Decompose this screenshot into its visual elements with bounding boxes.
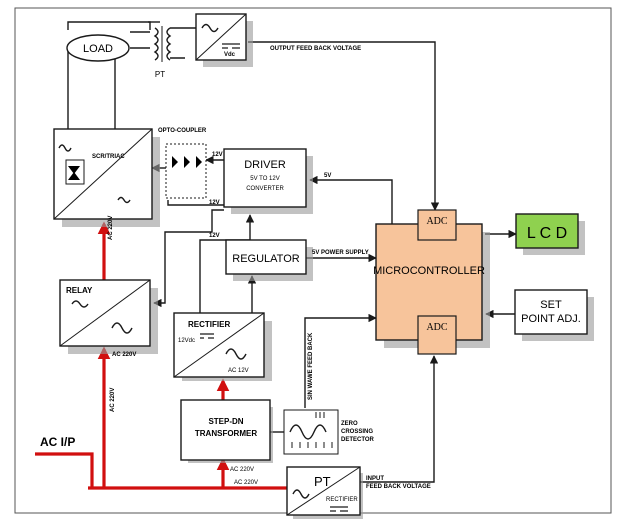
- signal-wires: [67, 21, 517, 483]
- ac-220-bottom-label: AC 220V: [234, 480, 258, 486]
- regulator-label: REGULATOR: [232, 253, 299, 265]
- opto-coupler-label: OPTO-COUPLER: [158, 128, 207, 134]
- microcontroller-label: MICROCONTROLLER: [373, 265, 485, 277]
- zcd-pulse-icon: [291, 442, 333, 448]
- micro-5v-wire: [309, 175, 393, 224]
- driver-label: DRIVER: [244, 159, 286, 171]
- sin-wave-feedback-wire: [304, 313, 377, 408]
- rectifier-vdc-label: 12Vdc: [178, 338, 195, 344]
- ac-input-line: [35, 452, 290, 490]
- ac-220-transformer-label: AC 220V: [230, 467, 254, 473]
- lcd-block: L C D: [515, 213, 585, 255]
- load-block: LOAD: [66, 34, 130, 62]
- output-feedback-wire: [248, 41, 440, 211]
- pt-top-block: PT: [153, 26, 196, 79]
- opto-led-icon: [172, 156, 190, 168]
- load-wire-left: [67, 21, 151, 130]
- input-feedback-label-2: FEED BACK VOLTAGE: [366, 484, 431, 490]
- zcd-box: [283, 409, 339, 455]
- rectifier-sine-icon: [225, 348, 247, 360]
- power-lines: [35, 221, 290, 490]
- pt-top-coil-primary: [153, 27, 159, 61]
- adc-top-block: [417, 209, 457, 241]
- output-feedback-label: OUTPUT FEED BACK VOLTAGE: [270, 46, 361, 52]
- zcd-label-3: DETECTOR: [341, 437, 375, 443]
- driver-to-relay-wire: [153, 209, 224, 308]
- zero-crossing-block: ZERO CROSSING DETECTOR: [283, 409, 375, 455]
- pt-bottom-sine-icon: [292, 489, 310, 499]
- load-wire-pt: [130, 31, 150, 49]
- driver-sub-label-1: 5V TO 12V: [250, 176, 279, 182]
- opto-diode-icon: [196, 156, 202, 168]
- sin-wave-feedback-label: SIN WAWE FEED BACK: [308, 332, 314, 400]
- zcd-top-pulse-icon: [315, 412, 325, 418]
- ac-220-vertical-label: AC 220V: [110, 388, 116, 412]
- scr-triac-label: SCR/TRIAC: [92, 154, 125, 160]
- pt-top-coil-secondary: [166, 27, 172, 61]
- zcd-label-1: ZERO: [341, 421, 358, 427]
- lcd-label: L C D: [527, 225, 567, 242]
- rectifier-block: RECTIFIER 12Vdc AC 12V: [173, 312, 272, 381]
- relay-block: RELAY: [59, 279, 158, 354]
- triac-symbol-icon: [65, 159, 85, 185]
- ac-12-label: AC 12V: [228, 368, 249, 374]
- set-point-block: SET POINT ADJ.: [514, 289, 594, 341]
- regulator-block: REGULATOR: [225, 239, 313, 281]
- pt-bottom-dc-icon: [330, 506, 348, 512]
- step-down-transformer-block: STEP-DN TRANSFORMER: [180, 399, 273, 463]
- load-label: LOAD: [83, 43, 113, 55]
- input-feedback-label-1: INPUT: [366, 476, 384, 482]
- five-v-label: 5V: [324, 173, 331, 179]
- rectifier-dc-icon: [200, 333, 214, 339]
- relay-sine-out-icon: [111, 322, 133, 334]
- adc-top-label: ADC: [426, 216, 447, 227]
- scr-sine-out-icon: [117, 196, 131, 204]
- relay-sine-icon: [71, 300, 89, 308]
- pt-top-wire-out: [170, 27, 196, 59]
- ac-220-relay-bottom-label: AC 220V: [112, 352, 136, 358]
- five-v-supply-label: 5V POWER SUPPLY: [312, 250, 369, 256]
- adc-bottom-block: [417, 315, 457, 355]
- step-down-label-1: STEP-DN: [208, 417, 243, 426]
- set-point-label-1: SET: [540, 299, 562, 311]
- zcd-label-2: CROSSING: [341, 429, 373, 435]
- vdc-sine-icon: [201, 23, 219, 33]
- opto-coupler-block: OPTO-COUPLER: [158, 128, 207, 199]
- ac-input-label: AC I/P: [40, 435, 75, 449]
- step-down-label-2: TRANSFORMER: [195, 429, 257, 438]
- driver-12v-opto-wire: [167, 200, 224, 206]
- dc-symbol-icon: [222, 43, 240, 49]
- rectifier-label: RECTIFIER: [188, 320, 230, 329]
- relay-label: RELAY: [66, 286, 93, 295]
- driver-12v-label-c: 12V: [209, 233, 220, 239]
- driver-12v-label-a: 12V: [212, 152, 223, 158]
- vdc-label: Vdc: [224, 52, 236, 58]
- input-feedback-wire: [360, 355, 439, 483]
- scr-triac-block: SCR/TRIAC: [53, 128, 160, 227]
- rectifier-to-driver-wire: [199, 214, 255, 313]
- scr-sine-icon: [58, 144, 72, 152]
- driver-12v-label-b: 12V: [209, 200, 220, 206]
- pt-bottom-block: PT RECTIFIER: [286, 466, 363, 519]
- driver-sub-label-2: CONVERTER: [246, 186, 284, 192]
- pt-bottom-rectifier-label: RECTIFIER: [326, 497, 358, 503]
- driver-block: DRIVER 5V TO 12V CONVERTER: [223, 148, 313, 214]
- adc-bottom-label: ADC: [426, 322, 447, 333]
- pt-top-label: PT: [155, 70, 165, 79]
- zcd-sine-icon: [289, 424, 327, 440]
- microcontroller-block: MICROCONTROLLER ADC ADC: [373, 209, 490, 355]
- vdc-block: Vdc: [195, 13, 253, 67]
- ac-220-relay-top-label: AC 220V: [108, 216, 114, 240]
- pt-bottom-label: PT: [314, 474, 331, 489]
- set-point-label-2: POINT ADJ.: [521, 313, 581, 325]
